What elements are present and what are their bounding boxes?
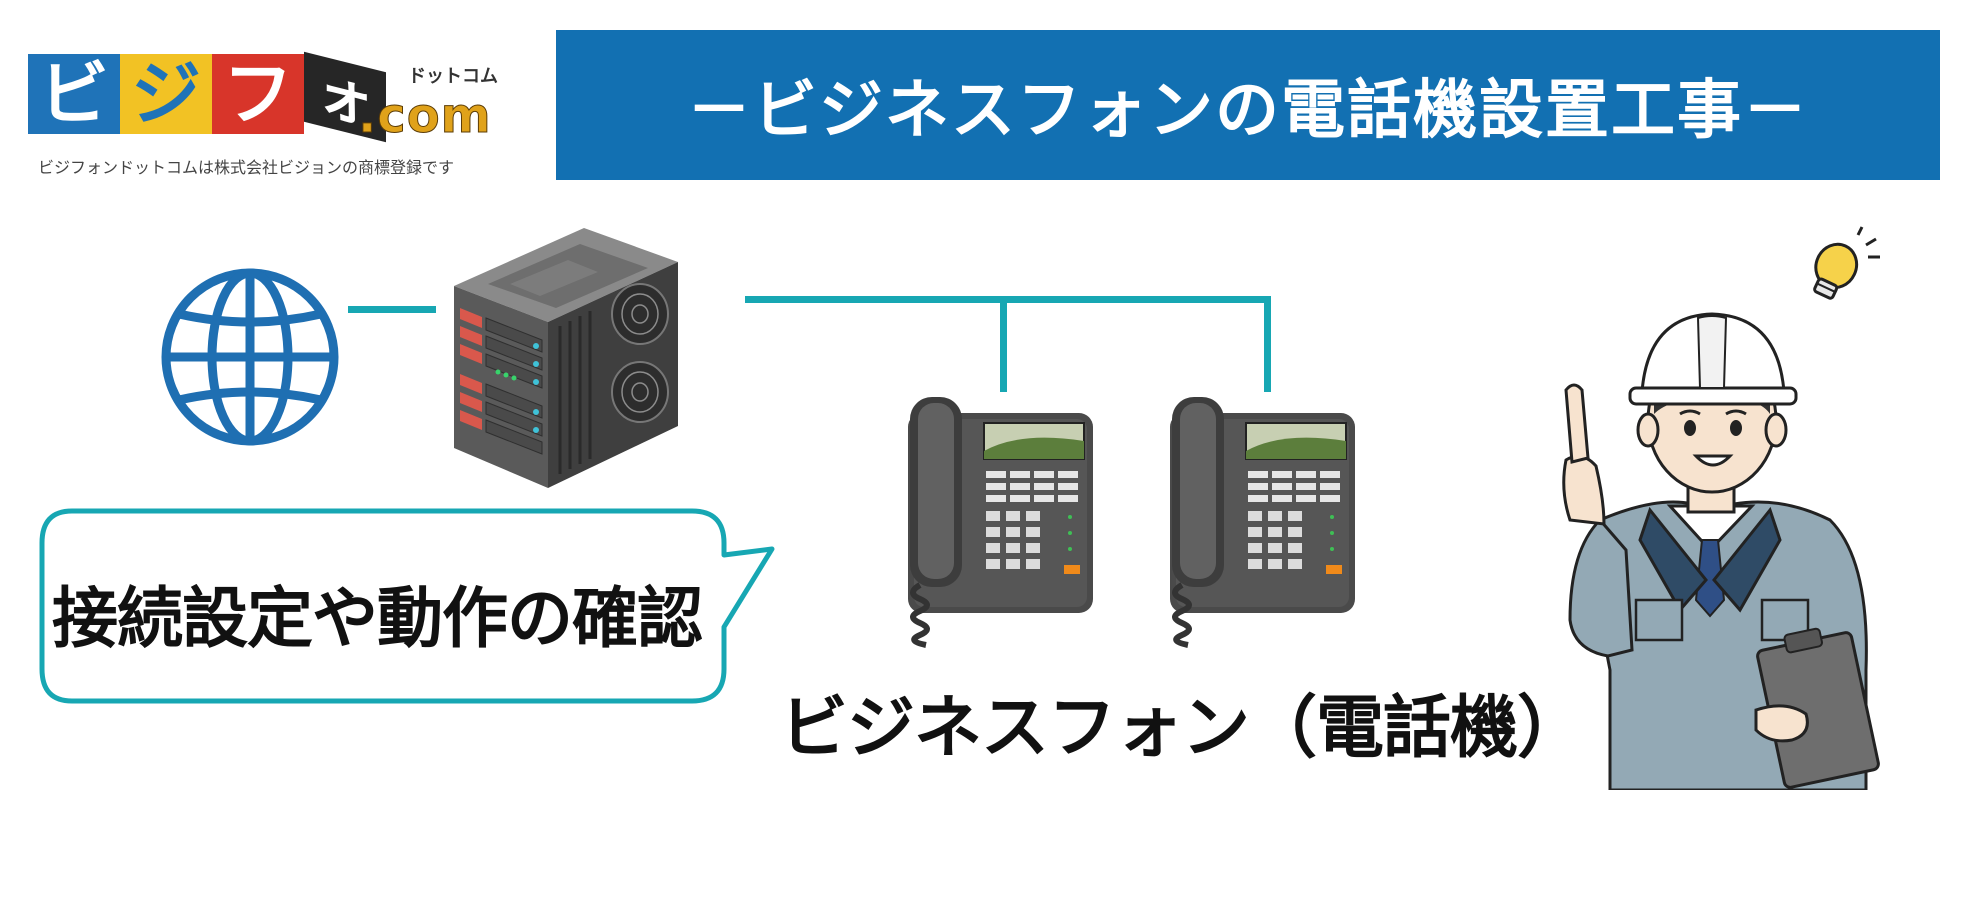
logo-char-2: ジ [120,54,212,134]
business-phone-icon [908,397,1093,648]
connector-server-phones [745,296,1270,303]
lightbulb-icon [1813,226,1880,300]
phones-caption: ビジネスフォン（電話機） [780,689,1585,768]
logo-char-3: フ [212,54,304,134]
connector-drop-phone-1 [1000,296,1007,392]
logo-kana: ドットコム [408,66,498,87]
worker-illustration [1562,312,1880,790]
logo-dotcom: .com [358,88,492,145]
bizphone-logo: ビ ジ フ ォン .com ドットコム ビジフォンドットコムは株式会社ビジョンの… [28,48,533,208]
globe-icon [161,268,339,446]
logo-tagline: ビジフォンドットコムは株式会社ビジョンの商標登録です [38,158,455,177]
connector-drop-phone-2 [1264,296,1271,392]
connector-globe-server [348,306,436,313]
speech-bubble [39,508,775,704]
bubble-text: 接続設定や動作の確認 [52,580,703,657]
business-phone-icon [1170,397,1355,648]
server-icon [454,228,678,488]
title-banner: －ビジネスフォンの電話機設置工事－ [556,30,1940,180]
logo-char-1: ビ [28,54,120,134]
